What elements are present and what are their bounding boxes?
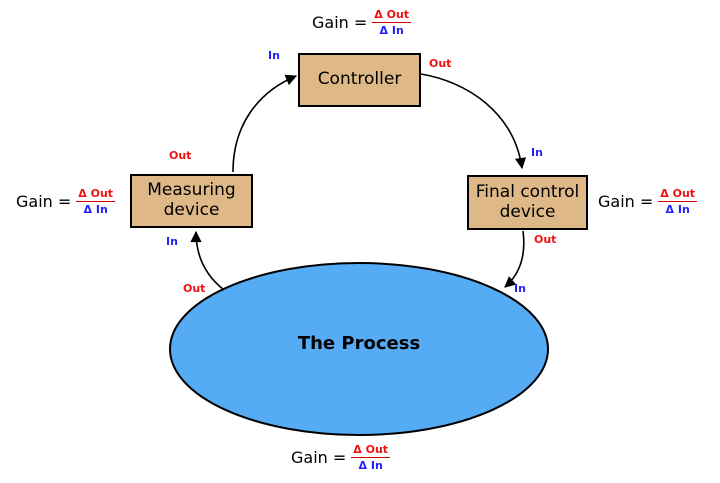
measuring-device-label-line2: device xyxy=(163,200,220,220)
final-control-device-label-line2: device xyxy=(499,201,556,222)
final-control-device-label-line1: Final control xyxy=(475,181,580,202)
gain-fraction: Δ Out Δ In xyxy=(658,187,698,217)
in-label-measuring-device: In xyxy=(166,235,178,248)
out-label-final-control-device: Out xyxy=(534,233,557,246)
gain-formula-measuring-device: Gain = Δ Out Δ In xyxy=(16,187,116,217)
out-label-controller: Out xyxy=(429,57,452,70)
gain-formula-process: Gain = Δ Out Δ In xyxy=(291,443,391,473)
gain-formula-final-control-device: Gain = Δ Out Δ In xyxy=(598,187,698,217)
arrow-final-to-process xyxy=(504,230,525,288)
measuring-device-label-line1: Measuring xyxy=(147,180,236,201)
gain-fraction: Δ Out Δ In xyxy=(372,8,412,38)
process-ellipse xyxy=(169,262,549,436)
gain-denominator: Δ In xyxy=(379,24,404,38)
final-control-device-box: Final control device xyxy=(467,175,588,230)
process-label: The Process xyxy=(297,333,421,354)
in-label-controller: In xyxy=(268,49,280,62)
gain-prefix: Gain = xyxy=(312,13,368,33)
in-label-final-control-device: In xyxy=(531,146,543,159)
measuring-device-box: Measuring device xyxy=(130,174,253,228)
arrow-measuring-to-controller xyxy=(232,74,298,173)
gain-fraction: Δ Out Δ In xyxy=(351,443,391,473)
gain-denominator: Δ In xyxy=(665,203,690,217)
gain-numerator: Δ Out xyxy=(351,443,391,459)
gain-numerator: Δ Out xyxy=(658,187,698,203)
gain-numerator: Δ Out xyxy=(372,8,412,24)
gain-prefix: Gain = xyxy=(16,192,72,212)
arrow-controller-to-final xyxy=(420,73,527,170)
gain-fraction: Δ Out Δ In xyxy=(76,187,116,217)
out-label-process: Out xyxy=(183,282,206,295)
gain-numerator: Δ Out xyxy=(76,187,116,203)
gain-denominator: Δ In xyxy=(83,203,108,217)
controller-label: Controller xyxy=(317,69,402,90)
arrow-process-to-measuring xyxy=(190,230,225,291)
gain-prefix: Gain = xyxy=(291,448,347,468)
gain-formula-controller: Gain = Δ Out Δ In xyxy=(312,8,412,38)
in-label-process: In xyxy=(514,282,526,295)
out-label-measuring-device: Out xyxy=(169,149,192,162)
gain-prefix: Gain = xyxy=(598,192,654,212)
controller-box: Controller xyxy=(298,53,421,107)
gain-denominator: Δ In xyxy=(358,459,383,473)
